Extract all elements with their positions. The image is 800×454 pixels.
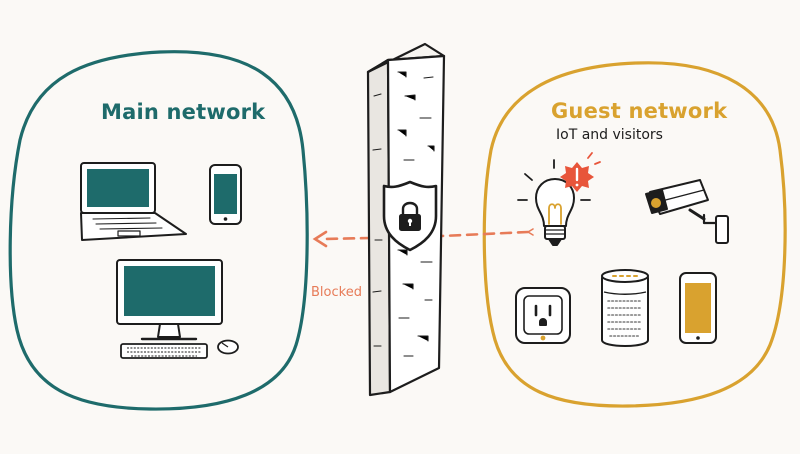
alert-icon [560,152,601,192]
smart-plug-icon [515,287,571,344]
mouse-icon [217,339,239,355]
main-network-title: Main network [101,100,266,124]
desktop-computer-icon [116,259,223,341]
security-camera-icon [645,179,729,244]
padlock-icon [399,201,421,231]
blocked-label: Blocked [311,285,362,300]
guest-network-subtitle: IoT and visitors [556,127,663,143]
main-network-boundary [8,50,309,411]
smart-speaker-icon [601,269,649,347]
guest-network-boundary [482,61,787,408]
smartphone-icon [209,164,242,225]
keyboard-icon [120,343,208,359]
guest-network-title: Guest network [551,99,728,123]
smartphone-icon [679,272,717,344]
laptop-icon [80,162,187,241]
blocked-connection-arrow [312,228,534,248]
